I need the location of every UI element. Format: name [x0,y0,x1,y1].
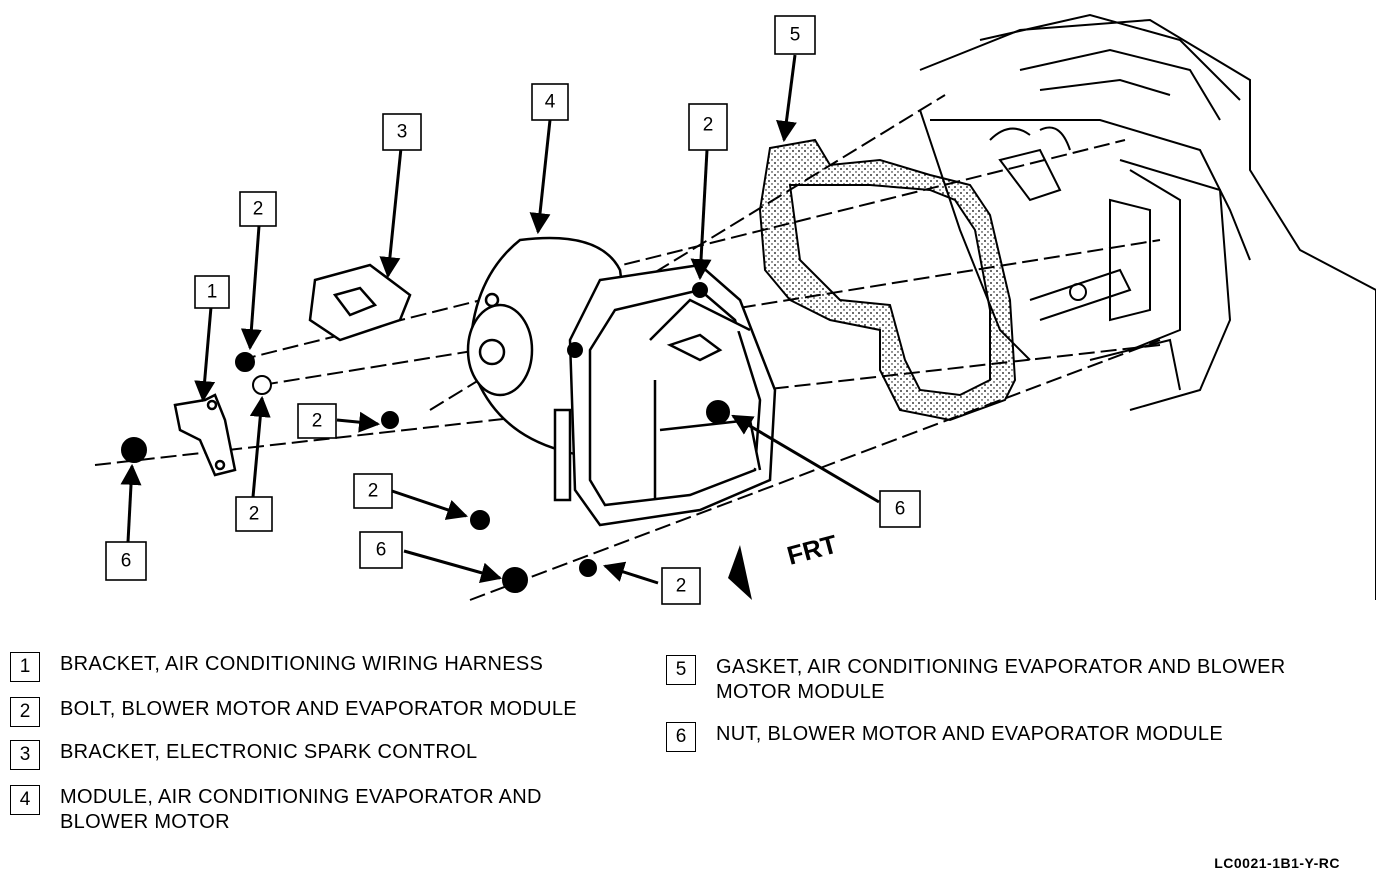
legend-item-5: 5 GASKET, AIR CONDITIONING EVAPORATOR AN… [666,655,1366,705]
callout-2: 2 [688,103,728,151]
legend-text: NUT, BLOWER MOTOR AND EVAPORATOR MODULE [716,723,1223,745]
legend-text: GASKET, AIR CONDITIONING EVAPORATOR AND … [716,656,1286,703]
legend-number: 3 [10,740,40,770]
leader-lines [120,54,880,585]
callout-4: 4 [531,83,569,121]
svg-text:2: 2 [676,576,687,597]
callout-2: 2 [353,473,393,509]
callout-5: 5 [774,15,816,55]
legend-item-6: 6 NUT, BLOWER MOTOR AND EVAPORATOR MODUL… [666,722,1366,752]
svg-text:6: 6 [376,540,387,561]
legend-item-4: 4 MODULE, AIR CONDITIONING EVAPORATOR AN… [10,785,610,835]
legend-text: BOLT, BLOWER MOTOR AND EVAPORATOR MODULE [60,698,577,720]
svg-text:1: 1 [207,282,218,303]
svg-text:6: 6 [895,499,906,520]
legend-number: 4 [10,785,40,815]
svg-text:2: 2 [253,199,264,220]
callout-6: 6 [359,531,403,569]
svg-text:2: 2 [703,115,714,136]
callout-2: 2 [297,403,337,439]
legend-number: 1 [10,652,40,682]
legend-number: 6 [666,722,696,752]
svg-text:2: 2 [249,504,260,525]
reference-code: LC0021-1B1-Y-RC [1214,855,1340,871]
callout-2: 2 [661,567,701,605]
exploded-view-diagram: FRT 1 2 2 2 2 2 2 3 4 5 6 6 [94,13,1376,605]
evaporator-case [553,263,777,527]
legend-item-2: 2 BOLT, BLOWER MOTOR AND EVAPORATOR MODU… [10,697,650,727]
callout-2: 2 [239,191,277,227]
callout-6: 6 [879,490,921,528]
legend-text: BRACKET, AIR CONDITIONING WIRING HARNESS [60,653,544,675]
legend-number: 5 [666,655,696,685]
legend-text: MODULE, AIR CONDITIONING EVAPORATOR AND … [60,786,542,833]
svg-text:5: 5 [790,25,801,46]
legend-item-1: 1 BRACKET, AIR CONDITIONING WIRING HARNE… [10,652,640,682]
front-direction-arrow: FRT [728,529,840,600]
callout-1: 1 [194,275,230,309]
legend-text: BRACKET, ELECTRONIC SPARK CONTROL [60,741,478,763]
gasket [758,138,1017,422]
vehicle-body-structure [919,13,1376,600]
svg-text:3: 3 [397,122,408,143]
wiring-harness-bracket [173,393,237,477]
legend-number: 2 [10,697,40,727]
svg-text:6: 6 [121,551,132,572]
svg-text:2: 2 [312,411,323,432]
legend-item-3: 3 BRACKET, ELECTRONIC SPARK CONTROL [10,740,640,770]
callout-3: 3 [382,113,422,151]
callout-2: 2 [235,496,273,532]
svg-text:4: 4 [545,92,556,113]
svg-text:2: 2 [368,481,379,502]
fasteners [121,282,730,593]
callout-6: 6 [105,541,147,581]
spark-control-bracket [308,263,412,342]
front-label: FRT [784,529,841,571]
